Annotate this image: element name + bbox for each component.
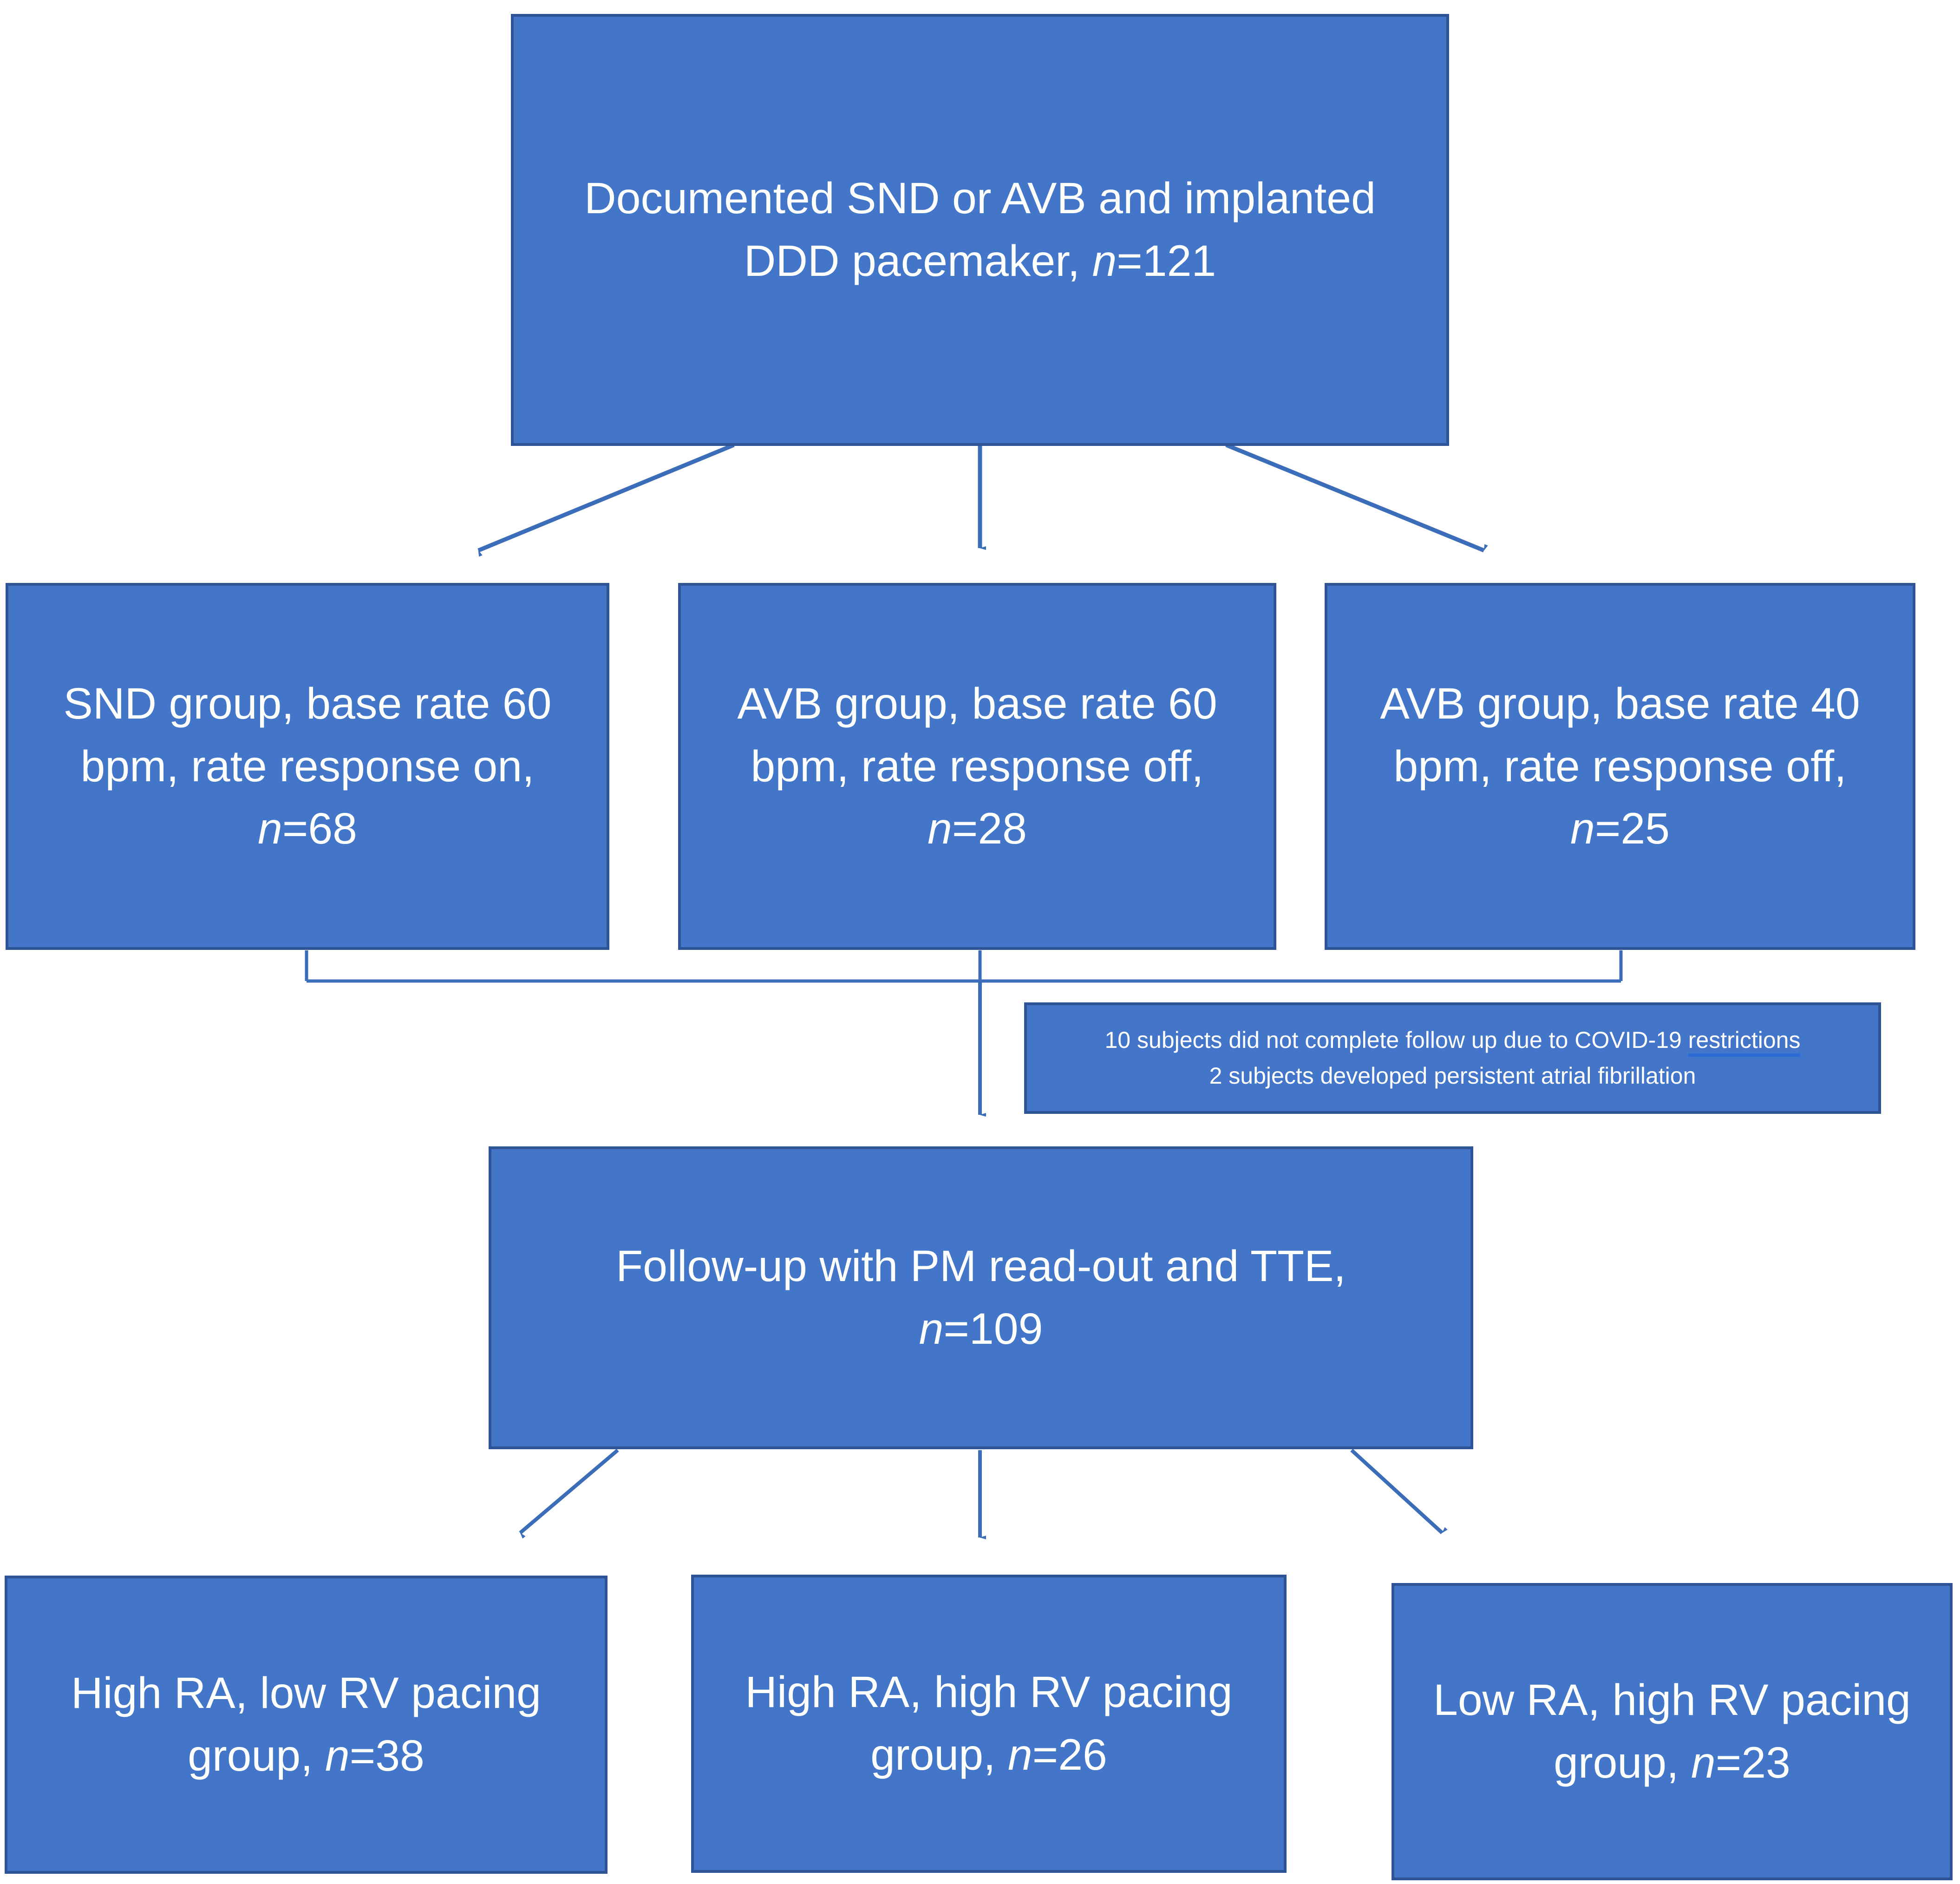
node-avb-group-40: AVB group, base rate 40 bpm, rate respon… — [1325, 583, 1915, 950]
node-snd-line1: SND group, base rate 60 — [63, 679, 552, 728]
node-highlow-n-symbol: n — [325, 1731, 350, 1780]
connector-root-to-snd — [477, 443, 735, 557]
connector-followup-to-high-low — [519, 1448, 619, 1539]
node-followup-line1: Follow-up with PM read-out and TTE, — [616, 1242, 1346, 1291]
node-avb60-line1: AVB group, base rate 60 — [737, 679, 1217, 728]
node-avb40-line2: bpm, rate response off, — [1393, 741, 1847, 791]
node-avb60-n-value: =28 — [952, 804, 1027, 854]
node-avb-group-60: AVB group, base rate 60 bpm, rate respon… — [678, 583, 1276, 950]
node-highhigh-line1: High RA, high RV pacing — [745, 1668, 1233, 1717]
connector-followup-to-low-high — [1350, 1449, 1448, 1534]
exclusion-line1-text: 10 subjects did not complete follow up d… — [1104, 1027, 1688, 1053]
node-highlow-line1: High RA, low RV pacing — [71, 1668, 542, 1718]
node-avb60-n-symbol: n — [928, 804, 952, 854]
node-avb40-n-value: =25 — [1594, 804, 1670, 854]
node-avb40-n-symbol: n — [1570, 804, 1595, 854]
node-snd-line2: bpm, rate response on, — [80, 741, 535, 791]
node-root-line2-prefix: DDD pacemaker, — [744, 236, 1092, 286]
node-high-ra-low-rv: High RA, low RV pacing group, n=38 — [5, 1576, 608, 1874]
node-followup: Follow-up with PM read-out and TTE, n=10… — [489, 1146, 1473, 1449]
exclusion-line1-underlined-word: restrictions — [1688, 1027, 1801, 1057]
node-low-ra-high-rv: Low RA, high RV pacing group, n=23 — [1392, 1583, 1953, 1880]
connector-root-to-avb40 — [1225, 443, 1488, 553]
node-highhigh-line2-prefix: group, — [870, 1730, 1008, 1779]
node-avb60-line2: bpm, rate response off, — [751, 741, 1204, 791]
exclusion-line2-text: 2 subjects developed persistent atrial f… — [1209, 1063, 1696, 1089]
node-lowhigh-line2-prefix: group, — [1554, 1738, 1691, 1787]
node-exclusions-callout: 10 subjects did not complete follow up d… — [1024, 1002, 1881, 1114]
node-followup-n-symbol: n — [919, 1304, 944, 1354]
node-highlow-n-value: =38 — [349, 1731, 425, 1780]
node-snd-n-symbol: n — [258, 804, 282, 854]
node-high-ra-high-rv: High RA, high RV pacing group, n=26 — [691, 1575, 1287, 1873]
node-highhigh-n-value: =26 — [1032, 1730, 1107, 1779]
node-root-n-symbol: n — [1092, 236, 1117, 286]
node-highlow-line2-prefix: group, — [188, 1731, 325, 1780]
node-lowhigh-n-symbol: n — [1691, 1738, 1716, 1787]
node-followup-n-value: =109 — [943, 1304, 1043, 1354]
node-snd-group: SND group, base rate 60 bpm, rate respon… — [6, 583, 609, 950]
node-lowhigh-line1: Low RA, high RV pacing — [1433, 1675, 1911, 1725]
node-root-line1: Documented SND or AVB and implanted — [584, 174, 1376, 223]
node-snd-n-value: =68 — [282, 804, 357, 854]
node-root-n-value: =121 — [1117, 236, 1216, 286]
node-highhigh-n-symbol: n — [1007, 1730, 1032, 1779]
node-avb40-line1: AVB group, base rate 40 — [1380, 679, 1860, 728]
node-documented-snd-avb: Documented SND or AVB and implanted DDD … — [511, 14, 1449, 446]
node-lowhigh-n-value: =23 — [1715, 1738, 1790, 1787]
